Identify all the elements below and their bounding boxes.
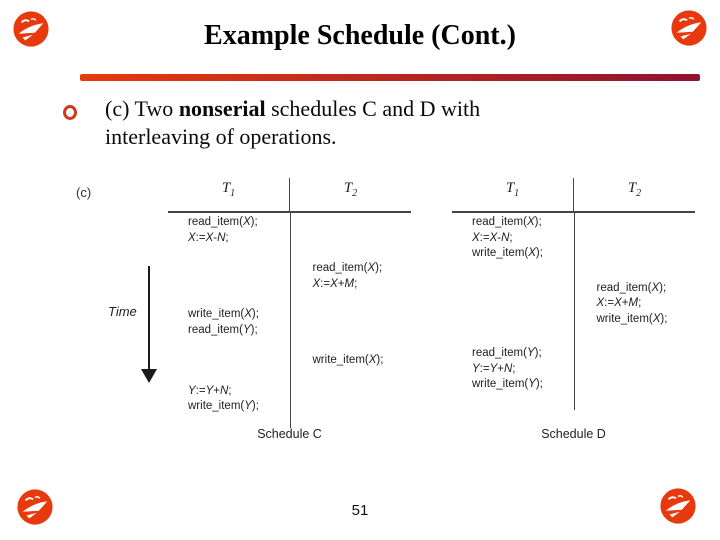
bullet-text-line2: interleaving of operations. (105, 124, 337, 149)
operation-line: read_item(X); (472, 216, 542, 228)
t2-header-sub: 2 (352, 188, 358, 199)
t2-header-base: T (627, 180, 637, 196)
logo-icon (671, 10, 707, 46)
operation-line: read_item(X); (312, 262, 383, 274)
schedule-step: read_item(X); X:=X-N; (168, 213, 411, 259)
operation-line: write_item(Y); (472, 378, 543, 390)
t1-cell: Y:=Y+N; write_item(Y); (168, 382, 290, 428)
operation-line: X:=X-N; (472, 231, 513, 244)
bullet-text-suffix: schedules C and D with (265, 96, 481, 121)
t2-cell: write_item(X); (289, 351, 412, 382)
bullet-text-bold: nonserial (178, 96, 266, 121)
time-arrow-line (148, 266, 150, 370)
schedule-c-body: read_item(X); X:=X-N; read_item(X); X:=X+M;… (168, 213, 411, 428)
t1-header-sub: 1 (514, 188, 520, 199)
logo-icon (17, 489, 53, 525)
operation-line: write_item(X); (472, 247, 543, 259)
schedule-step: read_item(Y); Y:=Y+N; write_item(Y); (452, 344, 695, 410)
bullet-icon (63, 105, 77, 120)
t1-column-header: T1 (452, 178, 573, 211)
schedule-c-header: T1 T2 (168, 178, 411, 213)
t2-cell (289, 305, 412, 351)
schedule-step: read_item(X); X:=X+M; write_item(X); (452, 278, 696, 345)
page-number: 51 (351, 502, 369, 519)
operation-line: write_item(X); (188, 308, 259, 320)
t1-cell: read_item(Y); Y:=Y+N; write_item(Y); (452, 344, 574, 410)
t1-header-base: T (221, 180, 231, 196)
operation-line: write_item(X); (596, 312, 668, 325)
page-title: Example Schedule (Cont.) (204, 20, 516, 51)
t2-cell (289, 213, 412, 259)
schedule-c-caption: Schedule C (257, 427, 322, 441)
schedule-step: read_item(X); X:=X-N; write_item(X); (452, 213, 695, 279)
schedule-step: write_item(X); (168, 351, 411, 382)
time-label: Time (108, 304, 137, 319)
t1-header-sub: 1 (230, 188, 236, 199)
t1-cell: write_item(X); read_item(Y); (168, 305, 290, 351)
t2-cell (289, 381, 412, 428)
t1-cell: read_item(X); X:=X-N; write_item(X); (452, 213, 574, 279)
schedule-step: read_item(X); X:=X+M; (168, 259, 411, 305)
schedule-d-table: T1 T2 read_item(X);X:=X-N;write_item(X);… (452, 178, 695, 410)
bullet-text-prefix: (c) Two (105, 96, 179, 121)
t2-cell (573, 344, 696, 410)
t1-column-header: T1 (168, 178, 289, 211)
schedule-step: write_item(X); read_item(Y); (168, 305, 411, 351)
operation-line: X:=X-N; (188, 231, 229, 244)
t2-cell: read_item(X); X:=X+M; (289, 259, 412, 305)
operation-line: read_item(X); (188, 216, 258, 228)
operation-line: write_item(Y); (188, 400, 259, 412)
figure-label: (c) (76, 185, 92, 200)
t2-column-header: T2 (573, 178, 695, 211)
operation-line: read_item(X); (596, 281, 667, 294)
operation-line: X:=X+M; (596, 297, 642, 309)
t1-cell (168, 259, 290, 305)
t1-cell (168, 351, 290, 382)
logo-icon (660, 488, 696, 524)
t1-header-base: T (505, 180, 515, 196)
time-arrow-head (141, 369, 157, 383)
bullet-text: (c) Two nonserial schedules C and D with… (105, 95, 585, 151)
t2-cell: read_item(X); X:=X+M; write_item(X); (573, 278, 696, 344)
schedule-c-table: T1 T2 read_item(X);X:=X-N;read_item(X);X… (168, 178, 411, 428)
t2-cell (573, 213, 696, 279)
t2-column-header: T2 (289, 178, 411, 211)
title-divider (80, 74, 700, 81)
operation-line: X:=X+M; (312, 277, 358, 290)
t2-header-sub: 2 (636, 188, 642, 199)
schedule-d-header: T1 T2 (452, 178, 695, 213)
schedule-step: Y:=Y+N; write_item(Y); (168, 381, 412, 428)
t1-cell (452, 279, 574, 345)
operation-line: read_item(Y); (472, 347, 542, 359)
t2-header-base: T (343, 180, 353, 196)
schedule-d-caption: Schedule D (541, 427, 606, 441)
operation-line: Y:=Y+N; (188, 384, 232, 397)
operation-line: write_item(X); (312, 354, 384, 366)
schedule-d-body: read_item(X);X:=X-N;write_item(X);read_i… (452, 213, 695, 410)
operation-line: read_item(Y); (188, 323, 258, 336)
t1-cell: read_item(X); X:=X-N; (168, 213, 290, 259)
logo-icon (13, 11, 49, 47)
operation-line: Y:=Y+N; (472, 362, 516, 375)
